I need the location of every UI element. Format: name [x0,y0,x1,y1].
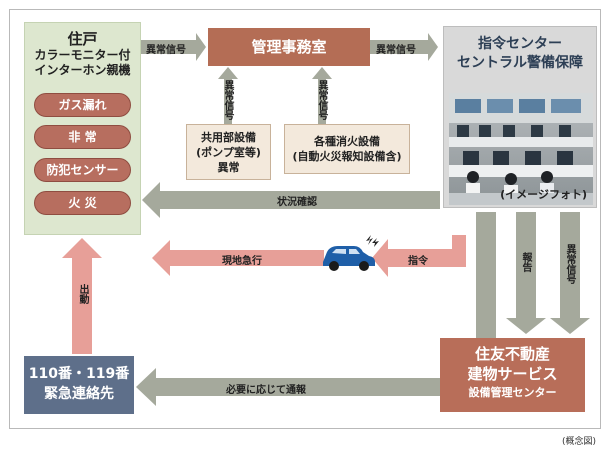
pill-gas-leak: ガス漏れ [34,93,131,117]
resident-panel: 住戸 カラーモニター付 インターホン親機 ガス漏れ 非 常 防犯センサー 火 災 [24,22,141,235]
pill-security-sensor: 防犯センサー [34,158,131,182]
pill-emergency: 非 常 [34,125,131,149]
arrow-command [372,235,466,277]
sumitomo-line3: 設備管理センター [468,386,557,399]
label-rush: 現地急行 [222,256,262,267]
arrow-report [506,212,546,334]
resident-subtitle-1: カラーモニター付 [34,48,131,62]
command-center-box: 指令センター セントラル警備保障 [443,26,597,208]
arrow-resident-to-office [141,33,206,61]
sumitomo-line1: 住友不動産 [474,345,550,363]
label-notify: 必要に応じて通報 [226,385,306,396]
label-status-check: 状況確認 [277,197,317,208]
arrow-dispatch [62,238,102,354]
emergency-line2: 緊急連絡先 [44,386,114,402]
fire-equipment-line1: 各種消火設備 [314,135,380,148]
arrow-office-to-center [370,33,438,61]
arrow-abnormal-down [550,212,590,334]
resident-title: 住戸 [67,30,98,48]
sumitomo-line2: 建物サービス [467,365,558,383]
command-center-photo: (イメージフォト) [449,93,593,205]
fire-equipment-box: 各種消火設備 (自動火災報知設備含) [284,124,410,174]
arrow-fire-to-office [312,67,332,124]
fire-equipment-line2: (自動火災報知設備含) [292,150,402,163]
emergency-contact-box: 110番・119番 緊急連絡先 [24,356,134,414]
arrow-common-to-office [218,67,238,124]
command-center-subtitle: セントラル警備保障 [457,55,583,71]
command-center-title: 指令センター [478,36,562,52]
label-dispatch: 出動 [77,284,88,304]
label-abnormal-signal-5: 異常信号 [564,244,575,284]
label-command: 指令 [408,256,428,267]
label-abnormal-signal-4: 異常信号 [316,80,327,120]
arrow-status-check [142,182,440,218]
arrow-rush [152,240,324,276]
common-facility-box: 共用部設備 (ポンプ室等) 異常 [186,124,271,180]
label-abnormal-signal-1: 異常信号 [146,45,186,56]
management-office-box: 管理事務室 [208,28,370,66]
sumitomo-box: 住友不動産 建物サービス 設備管理センター [440,338,585,412]
label-report: 報告 [520,252,531,272]
label-abnormal-signal-2: 異常信号 [376,45,416,56]
footnote: (概念図) [561,437,596,447]
common-facility-line2: (ポンプ室等) [196,146,261,159]
resident-subtitle-2: インターホン親機 [34,63,131,77]
common-facility-line3: 異常 [217,161,240,174]
photo-caption: (イメージフォト) [500,188,587,201]
pill-fire: 火 災 [34,191,131,215]
car-icon [323,235,379,271]
office-photo-illustration [449,93,593,205]
label-abnormal-signal-3: 異常信号 [222,80,233,120]
emergency-line1: 110番・119番 [28,366,130,382]
common-facility-line1: 共用部設備 [201,131,256,144]
